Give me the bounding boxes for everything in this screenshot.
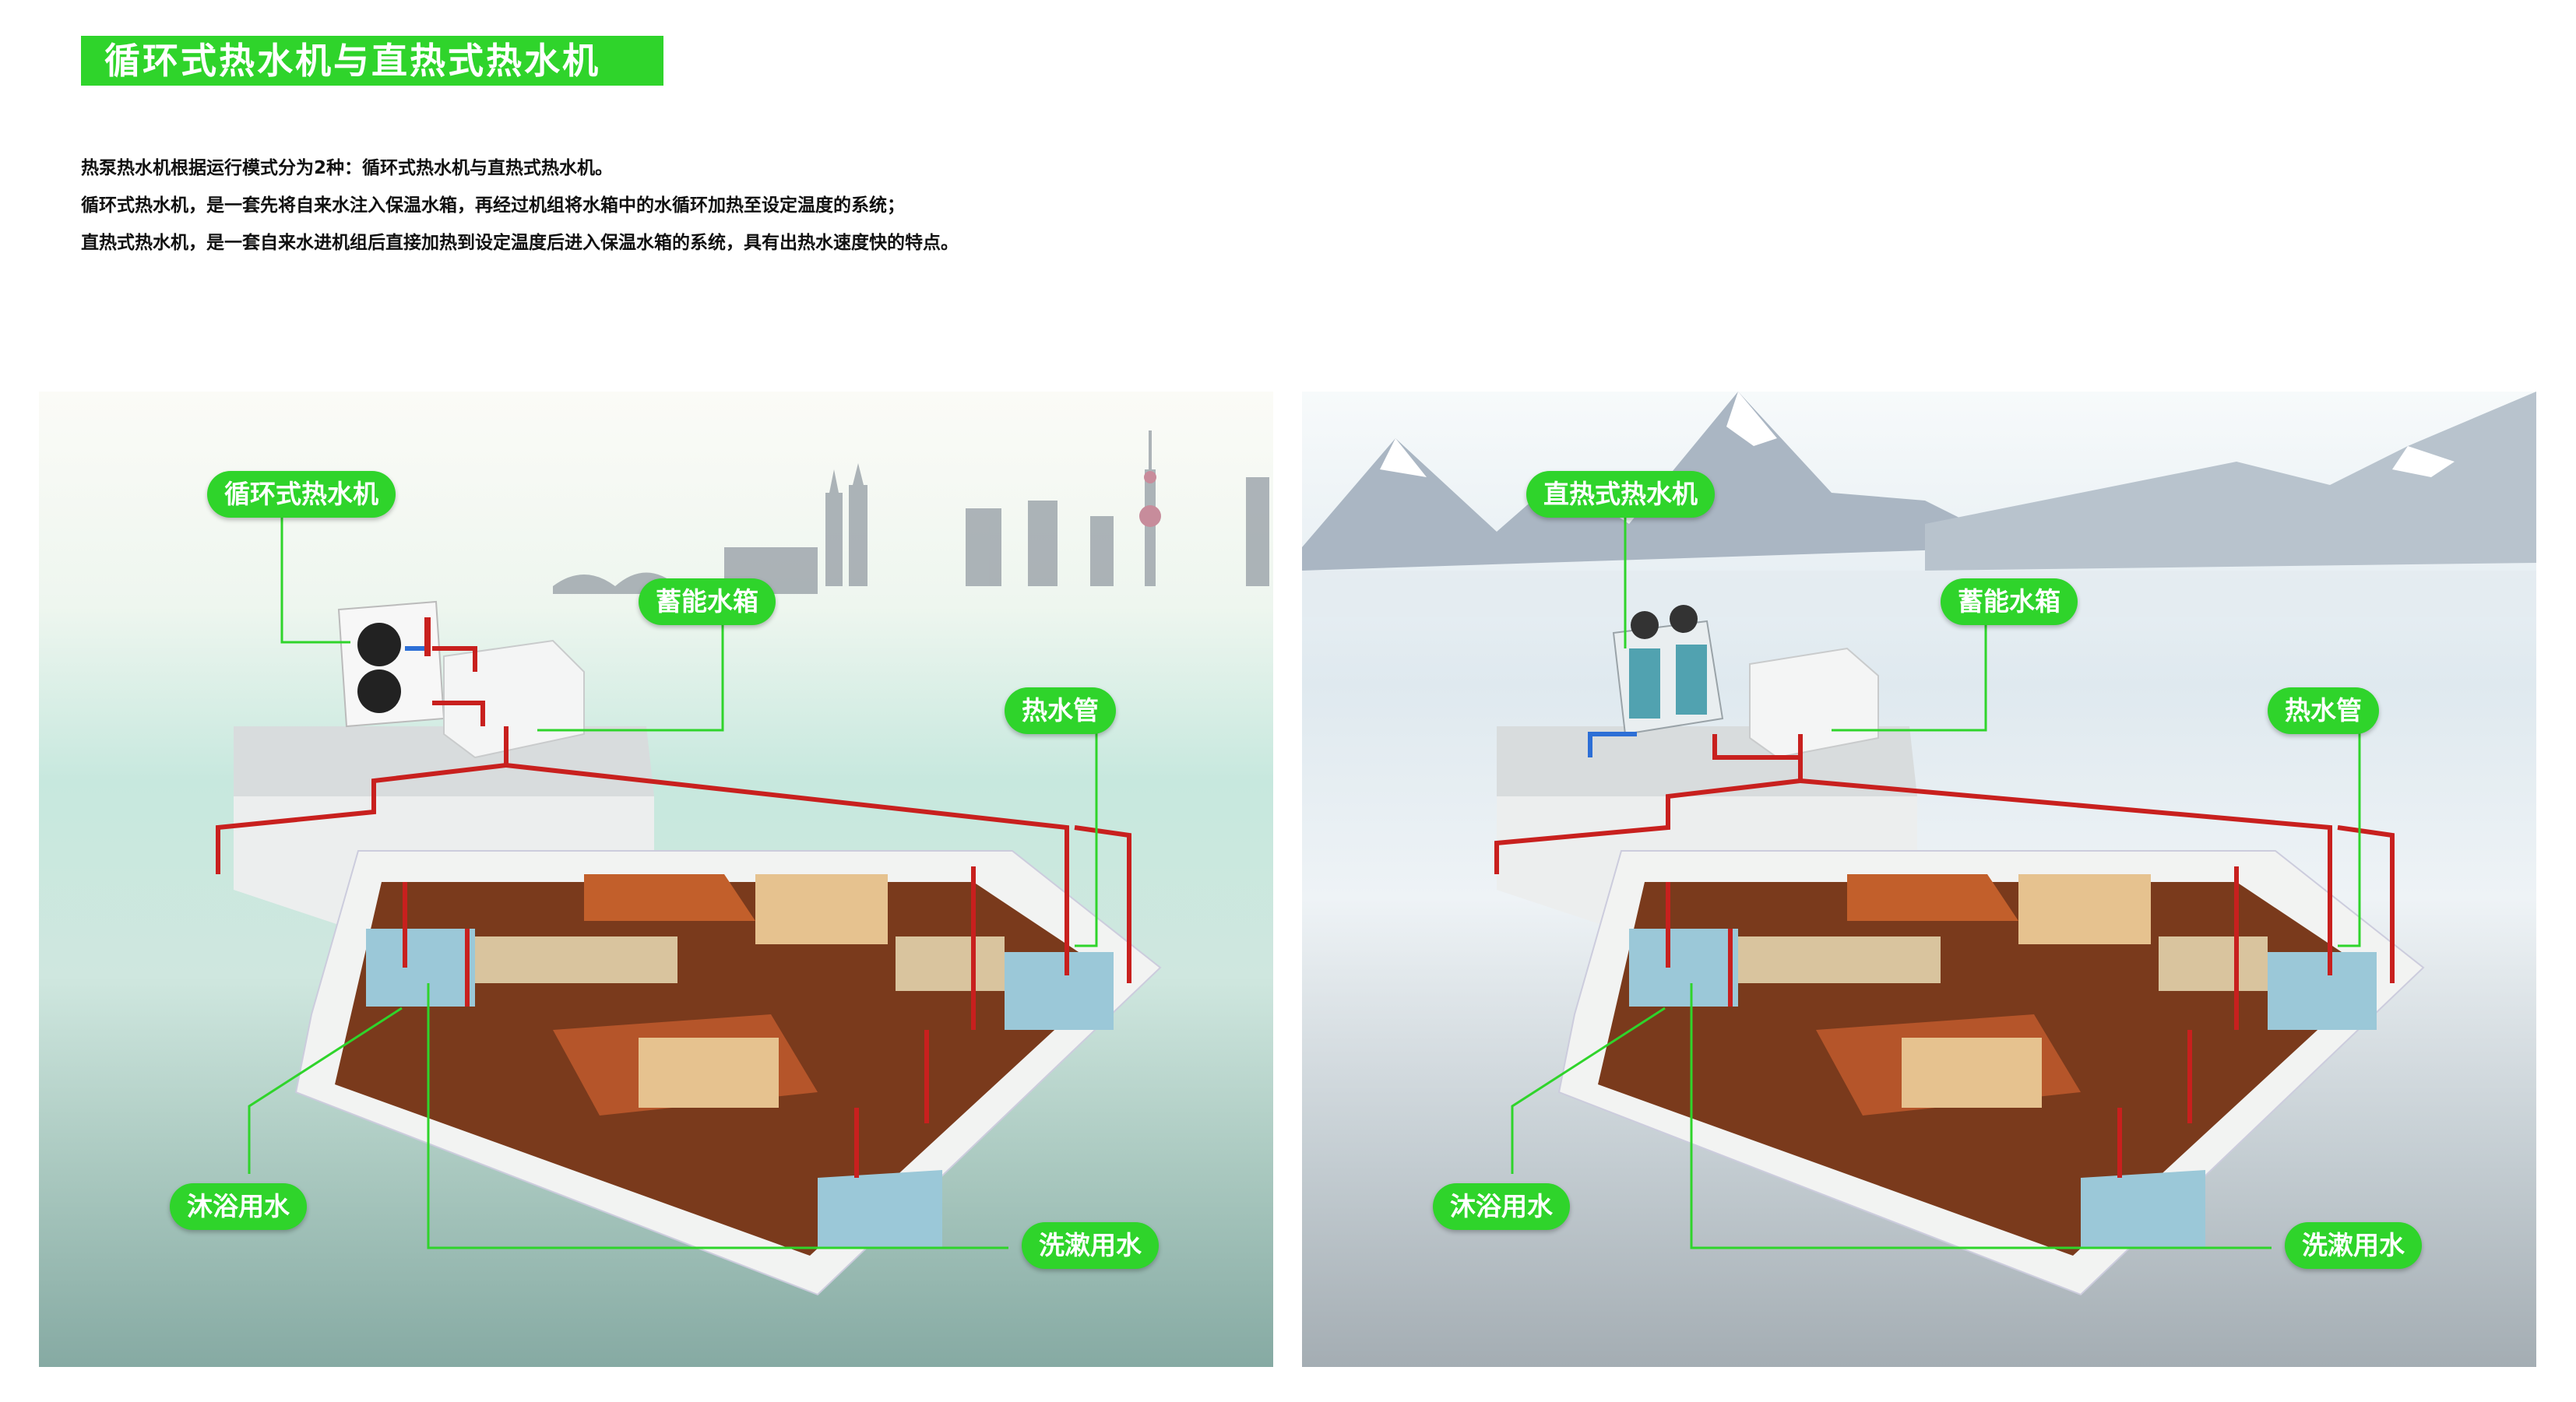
section-title: 循环式热水机与直热式热水机	[81, 36, 663, 86]
label-circulating-unit: 循环式热水机	[207, 471, 396, 518]
building-floor	[294, 850, 1162, 1296]
callout-leader-lines	[248, 495, 1098, 1249]
label-direct-unit: 直热式热水机	[1526, 471, 1715, 518]
intro-line-2: 循环式热水机，是一套先将自来水注入保温水箱，再经过机组将水箱中的水循环加热至设定…	[81, 195, 905, 216]
label-wash-water: 洗漱用水	[2285, 1222, 2422, 1269]
snowy-mountains	[1302, 392, 2536, 617]
cold-water-pipes	[1588, 732, 1637, 757]
callout-leader-lines	[1511, 495, 2361, 1249]
hot-water-pipes	[1494, 734, 2395, 1178]
label-shower-water: 沐浴用水	[1433, 1183, 1570, 1230]
storage-tank	[443, 639, 585, 759]
storage-tank	[1749, 647, 1879, 759]
hot-water-pipes	[216, 646, 1131, 1178]
label-hot-water-pipe: 热水管	[1005, 687, 1116, 734]
direct-building-illustration	[1302, 392, 2536, 1296]
intro-line-1: 热泵热水机根据运行模式分为2种：循环式热水机与直热式热水机。	[81, 158, 614, 178]
intro-line-3: 直热式热水机，是一套自来水进机组后直接加热到设定温度后进入保温水箱的系统，具有出…	[81, 233, 959, 253]
direct-heating-system-illustration: 直热式热水机 蓄能水箱 热水管 沐浴用水 洗漱用水	[1302, 392, 2536, 1367]
direct-heat-pump-unit	[1612, 605, 1724, 736]
intro-text: 热泵热水机根据运行模式分为2种：循环式热水机与直热式热水机。 循环式热水机，是一…	[81, 149, 1249, 262]
label-storage-tank: 蓄能水箱	[1941, 578, 2078, 625]
circulating-heat-pump-unit	[337, 600, 445, 728]
label-hot-water-pipe: 热水管	[2268, 687, 2379, 734]
label-shower-water: 沐浴用水	[170, 1183, 307, 1230]
label-storage-tank: 蓄能水箱	[639, 578, 776, 625]
building-floor	[1557, 850, 2425, 1296]
label-wash-water: 洗漱用水	[1022, 1222, 1159, 1269]
circulating-system-illustration: 循环式热水机 蓄能水箱 热水管 沐浴用水 洗漱用水	[39, 392, 1273, 1367]
city-skyline	[553, 430, 1269, 594]
circulating-building-illustration	[216, 430, 1269, 1296]
